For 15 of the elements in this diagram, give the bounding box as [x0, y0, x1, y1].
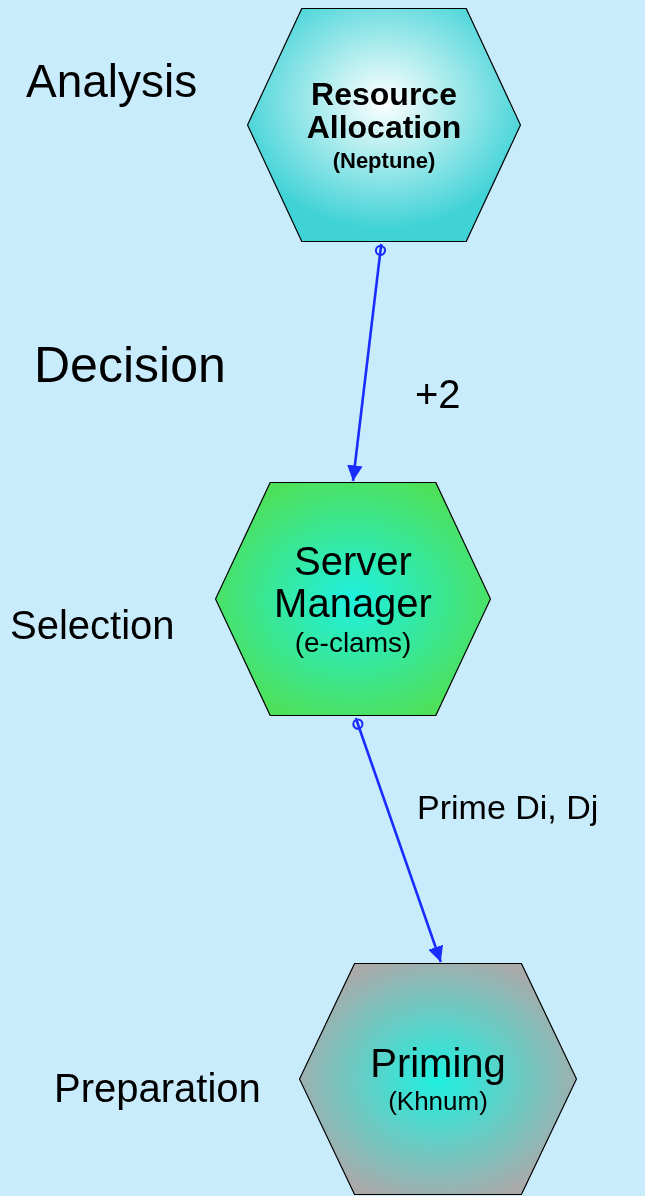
stage-label: Preparation: [54, 1066, 261, 1111]
phase-label: Decision: [34, 336, 226, 394]
hexagon-node: [215, 482, 491, 716]
node-subtitle: (Khnum): [388, 1088, 488, 1116]
arrow: [347, 243, 387, 482]
stage-label: Selection: [10, 603, 175, 648]
hexagon-node: [299, 963, 577, 1195]
stage-label: Analysis: [26, 54, 198, 108]
node-subtitle: (e-clams): [294, 628, 412, 658]
node-title: Priming: [370, 1042, 506, 1085]
hexagon-node: [247, 8, 521, 242]
node-title: Server Manager: [273, 540, 433, 625]
node-title: Resource Allocation: [305, 77, 463, 146]
arrow: [352, 717, 443, 963]
node-subtitle: (Neptune): [332, 149, 436, 173]
